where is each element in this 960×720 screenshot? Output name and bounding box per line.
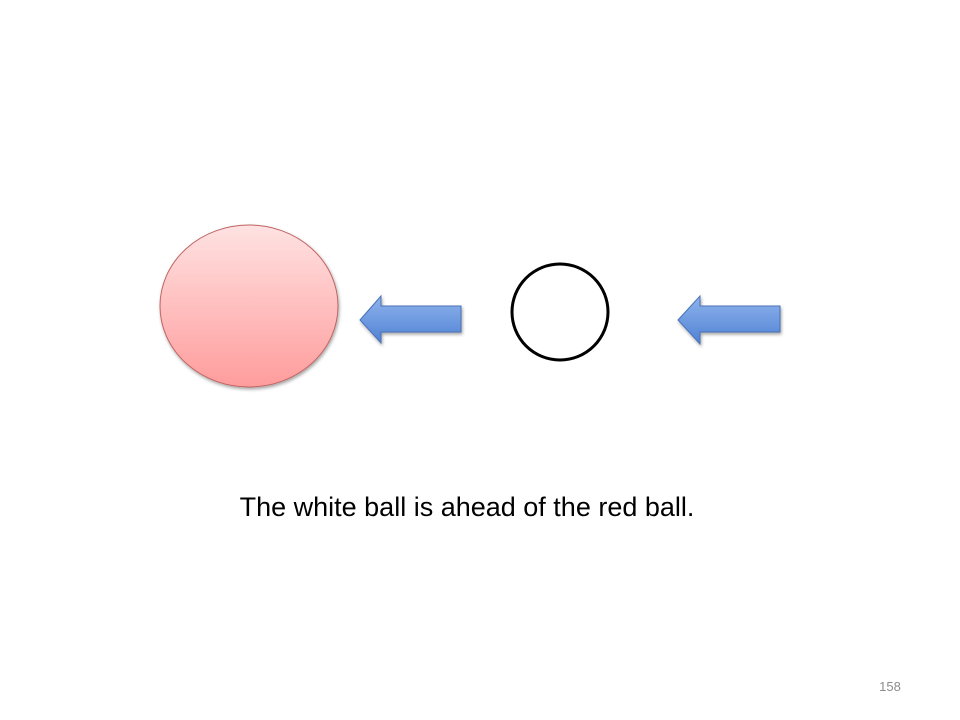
caption-text: The white ball is ahead of the red ball. [239, 492, 695, 522]
left-arrow-icon [359, 294, 462, 345]
right-arrow-icon [677, 294, 781, 346]
slide-number: 158 [879, 679, 901, 694]
white-ball [510, 262, 610, 362]
red-ball [159, 224, 339, 388]
